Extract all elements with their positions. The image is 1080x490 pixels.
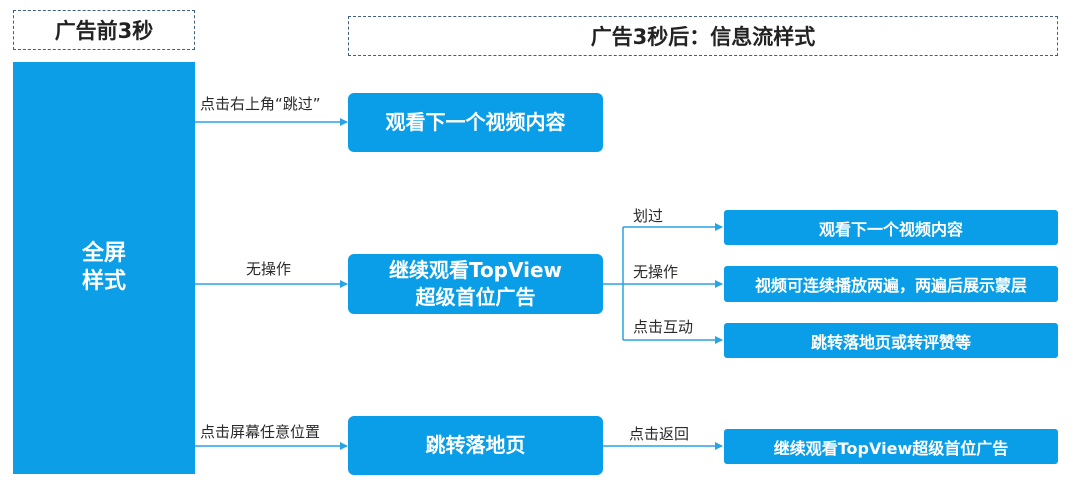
node-next-video: 观看下一个视频内容 [348, 93, 603, 152]
header-before: 广告前3秒 [13, 10, 195, 50]
node-next-video-2-label: 观看下一个视频内容 [818, 219, 963, 239]
node-loop-twice-label: 视频可连续播放两遍，两遍后展示蒙层 [754, 276, 1027, 295]
node-landing-or-comment: 跳转落地页或转评赞等 [724, 323, 1058, 358]
fullscreen-style-panel: 全屏 样式 [13, 62, 195, 474]
node-continue-topview-label: 继续观看TopView超级首位广告 [773, 438, 1009, 458]
fullscreen-line1: 全屏 [81, 241, 126, 266]
edge-label-no-action: 无操作 [246, 260, 292, 278]
node-landing-label: 跳转落地页 [425, 433, 526, 457]
node-topview-line1: 继续观看TopView [388, 258, 563, 282]
edge-label-back: 点击返回 [629, 425, 690, 443]
node-landing-or-comment-label: 跳转落地页或转评赞等 [810, 332, 971, 352]
header-before-label: 广告前3秒 [54, 19, 154, 43]
fullscreen-line2: 样式 [81, 269, 126, 294]
header-after-label: 广告3秒后：信息流样式 [590, 25, 816, 49]
node-topview: 继续观看TopView 超级首位广告 [348, 254, 603, 314]
node-next-video-label: 观看下一个视频内容 [385, 110, 566, 134]
node-landing: 跳转落地页 [348, 416, 603, 475]
header-after: 广告3秒后：信息流样式 [348, 16, 1058, 56]
node-continue-topview: 继续观看TopView超级首位广告 [724, 429, 1058, 464]
edge-label-swipe: 划过 [633, 207, 664, 225]
edge-label-skip: 点击右上角“跳过” [200, 95, 321, 113]
node-topview-line2: 超级首位广告 [415, 285, 536, 309]
edge-label-interact: 点击互动 [633, 318, 694, 336]
node-loop-twice: 视频可连续播放两遍，两遍后展示蒙层 [724, 266, 1058, 302]
edge-label-click-anywhere: 点击屏幕任意位置 [200, 423, 321, 441]
edge-label-no-action-2: 无操作 [633, 263, 679, 281]
node-next-video-2: 观看下一个视频内容 [724, 210, 1058, 245]
